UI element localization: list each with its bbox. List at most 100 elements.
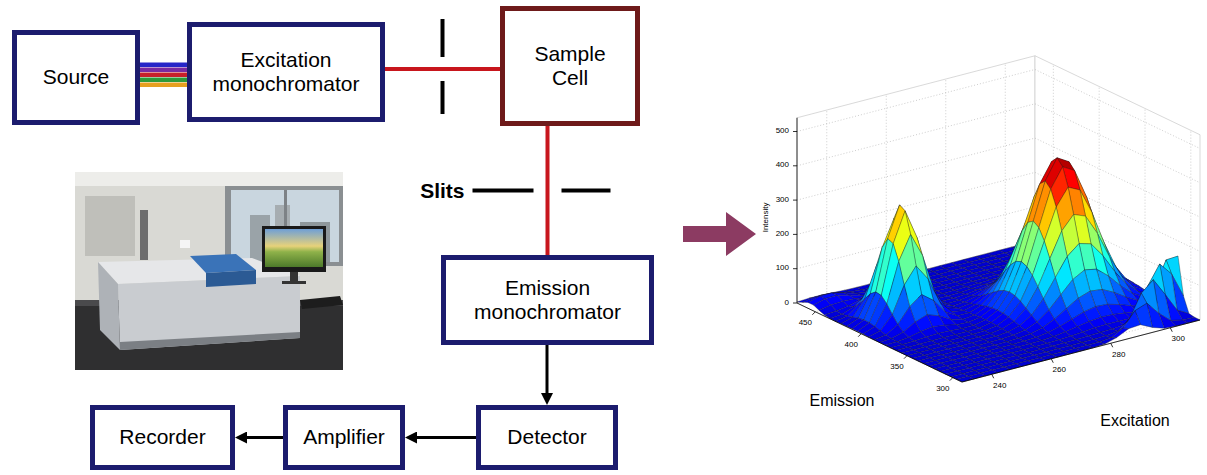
slit-bar [562, 189, 611, 193]
grid-line [797, 138, 1035, 200]
photo-screen [265, 229, 323, 267]
recorder-box: Recorder [90, 405, 235, 470]
beam-stripe [140, 68, 187, 73]
photo-ceiling [75, 172, 343, 186]
slit-bar [473, 189, 534, 193]
photo-instrument-lid [190, 254, 256, 273]
grid-line [1035, 70, 1200, 149]
slit-label: Slits [420, 179, 464, 202]
amplifier-box: Amplifier [283, 405, 405, 470]
monochromator-box: Excitation monochromator [187, 22, 385, 122]
connector-line [411, 436, 476, 439]
axis-tick: 300 [936, 385, 949, 394]
photo-equipment [85, 196, 135, 256]
box-label: Amplifier [303, 425, 385, 449]
light-beam [385, 69, 500, 70]
beam-stripe [140, 78, 187, 83]
light-beam [140, 65, 187, 85]
plot-axes [793, 118, 1200, 382]
box-label: Emission monochromator [455, 276, 640, 324]
photo-socket [180, 240, 190, 248]
photo-instrument-base [120, 332, 300, 350]
photo-instrument-side [98, 262, 120, 350]
axis-tick: 260 [1053, 366, 1066, 375]
surface-mesh [797, 158, 1200, 382]
axis-line [962, 320, 1200, 382]
grid-line [946, 264, 1111, 343]
light-beam [547, 126, 548, 255]
axis-line [793, 268, 797, 269]
plot-wall [1035, 56, 1200, 320]
connector-line [241, 436, 283, 439]
axis-line [904, 356, 907, 359]
axis-line [858, 334, 861, 337]
grid-line [945, 79, 946, 264]
surface-patch [1123, 311, 1140, 329]
monochromator-box: Emission monochromator [441, 255, 654, 345]
axis-line [797, 118, 798, 303]
photo-instrument-lid [206, 270, 256, 287]
axis-title: Excitation [1100, 412, 1169, 430]
box-label: Source [43, 65, 110, 89]
axis-line [950, 378, 953, 381]
box-label: Excitation monochromator [201, 48, 371, 96]
photo-keyboard [300, 296, 343, 309]
axis-line [793, 234, 797, 235]
axis-line [1051, 359, 1053, 363]
axis-line [812, 312, 815, 315]
grid-line [797, 172, 1035, 234]
axis-tick: 500 [776, 127, 789, 136]
axis-line [793, 165, 797, 166]
connector-line [546, 126, 550, 255]
connector-line [546, 345, 549, 399]
signal-arrow [547, 345, 548, 399]
signal-arrow [241, 437, 283, 438]
axis-tick: 300 [776, 196, 789, 205]
instrument-photo [75, 172, 343, 370]
axis-tick: 280 [1112, 351, 1125, 360]
slit-bar [441, 19, 445, 57]
beam-stripe [140, 73, 187, 78]
beam-stripe [140, 63, 187, 68]
sample-cell-box: Sample Cell [500, 6, 640, 126]
axis-tick: 400 [776, 161, 789, 170]
grid-line [827, 295, 992, 374]
surface-patch [1111, 328, 1128, 338]
axis-line [797, 303, 962, 382]
result-arrow [683, 212, 756, 256]
photo-monitor-stand [290, 272, 298, 282]
plot-grid [797, 64, 1200, 378]
signal-arrow [411, 437, 476, 438]
axis-line [1111, 343, 1113, 347]
grid-line [826, 110, 827, 295]
box-label: Detector [507, 425, 586, 449]
grid-line [1190, 130, 1191, 315]
axis-tick: 240 [993, 382, 1006, 391]
box-label: Recorder [119, 425, 205, 449]
axis-tick: 0 [785, 299, 789, 308]
photo-instrument-front [118, 276, 300, 350]
axis-line [793, 303, 797, 304]
axis-tick: 400 [844, 341, 857, 350]
detector-box: Detector [476, 405, 618, 470]
axis-line [793, 131, 797, 132]
axis-tick: 200 [776, 230, 789, 239]
grid-line [797, 104, 1035, 166]
axis-tick: 450 [799, 319, 812, 328]
light-source-box: Source [12, 30, 140, 125]
photo-wall [75, 172, 343, 370]
axis-title: Intensity [762, 202, 771, 232]
axis-tick: 300 [1172, 335, 1185, 344]
box-label: Sample Cell [524, 42, 616, 90]
slit-bar [441, 81, 445, 114]
plot-wall [797, 241, 1200, 382]
axis-line [992, 374, 994, 378]
axis-tick: 100 [776, 264, 789, 273]
grid-line [797, 70, 1035, 132]
photo-monitor [262, 226, 326, 272]
axis-line [1170, 328, 1172, 332]
plot-walls [797, 56, 1200, 382]
axis-line [793, 200, 797, 201]
grid-line [1005, 64, 1006, 249]
